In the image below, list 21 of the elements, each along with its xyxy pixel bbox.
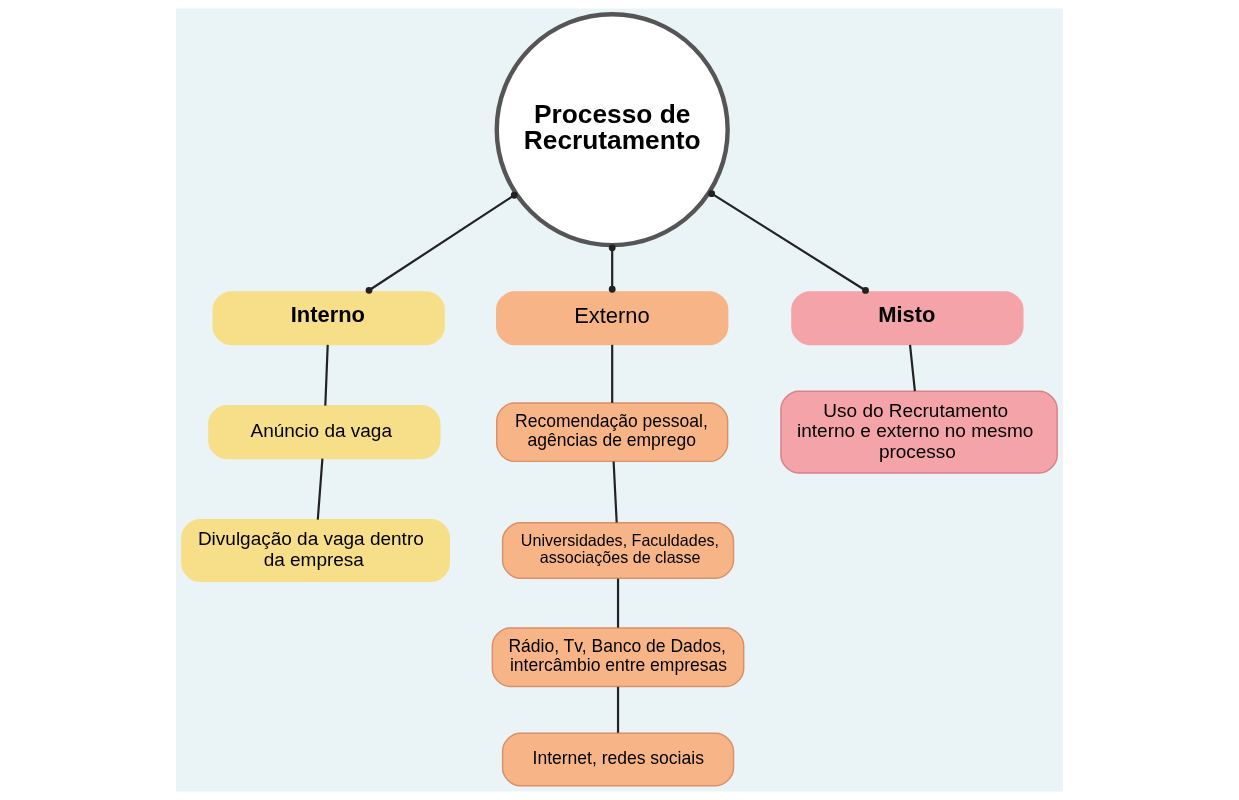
node-box: Externo	[496, 291, 729, 346]
node-box: Rádio, Tv, Banco de Dados, intercâmbio entre empresas	[491, 627, 745, 688]
connector	[611, 344, 614, 403]
node-box: Uso do Recrutamento interno e externo no mesmo processo	[780, 390, 1058, 474]
connector	[612, 461, 618, 523]
node-box: Misto	[791, 291, 1024, 346]
node-box: Divulgação da vaga dentro da empresa	[181, 519, 450, 582]
node-box: Anúncio da vaga	[208, 405, 441, 460]
node-box: Internet, redes sociais	[501, 732, 735, 787]
connector	[616, 578, 620, 628]
node-box: Universidades, Faculdades, associações de classe	[501, 522, 735, 579]
connector	[616, 686, 620, 733]
connector	[908, 344, 916, 392]
connector	[316, 458, 324, 520]
connector	[608, 244, 616, 293]
connector	[324, 344, 329, 406]
node-circle: Processo de Recrutamento	[494, 12, 730, 248]
node-box: Interno	[212, 291, 445, 346]
node-box: Recomendação pessoal, agências de emprego	[496, 402, 729, 463]
connector	[708, 190, 869, 294]
connector	[365, 191, 518, 294]
